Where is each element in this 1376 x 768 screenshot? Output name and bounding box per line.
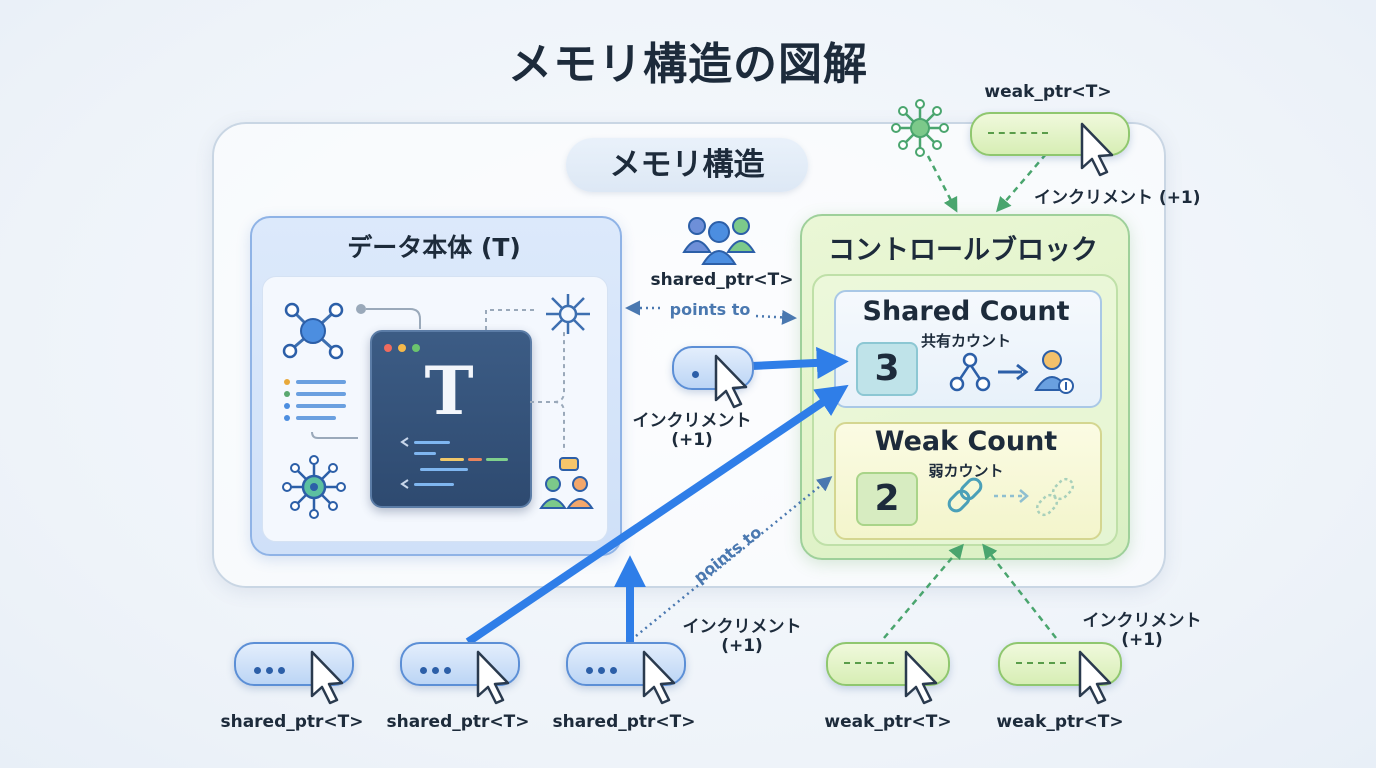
increment-plus-mid: (+1) xyxy=(671,430,713,450)
hub-icon xyxy=(282,455,346,519)
type-letter: T xyxy=(424,352,474,430)
circuit-icon xyxy=(546,294,590,334)
chain-link-icon xyxy=(947,477,983,513)
shared-count-subtitle: 共有カウント xyxy=(920,332,1011,350)
code-lines-icon xyxy=(400,437,508,489)
control-block-title: コントロールブロック xyxy=(828,235,1098,266)
weak-ptr-top-label: weak_ptr<T> xyxy=(984,82,1112,102)
shared-ptr-mid[interactable] xyxy=(672,346,754,390)
increment-label-bottom: インクリメント xyxy=(682,617,802,637)
window-dots-icon xyxy=(384,344,420,352)
broken-chain-icon xyxy=(1035,477,1075,517)
increment-plus-bottom: (+1) xyxy=(721,636,763,656)
weak-ptr-1[interactable] xyxy=(826,642,950,686)
type-card xyxy=(370,330,532,508)
data-block-title: データ本体 (T) xyxy=(347,233,521,262)
shared-ptr-label-3: shared_ptr<T> xyxy=(552,712,696,732)
network-node-icon xyxy=(891,99,949,157)
shared-ptr-label-2: shared_ptr<T> xyxy=(386,712,530,732)
shared-count-title: Shared Count xyxy=(862,296,1070,327)
weak-count-subtitle: 弱カウント xyxy=(928,462,1004,480)
increment-label-top: インクリメント (+1) xyxy=(1034,188,1201,208)
weak-ptr-top[interactable] xyxy=(970,112,1130,156)
weak-ptr-label-1: weak_ptr<T> xyxy=(824,712,952,732)
users-chat-icon xyxy=(539,457,594,509)
increment-label-right: インクリメント xyxy=(1082,611,1202,631)
weak-ptr-label-2: weak_ptr<T> xyxy=(996,712,1124,732)
network-icon xyxy=(282,302,344,360)
memory-label: メモリ構造 xyxy=(566,138,808,192)
list-icon xyxy=(284,379,346,421)
shared-ptr-2[interactable] xyxy=(400,642,520,686)
shared-ptr-3[interactable] xyxy=(566,642,686,686)
users-icon xyxy=(682,217,756,265)
shared-ptr-label-1: shared_ptr<T> xyxy=(220,712,364,732)
user-add-icon xyxy=(1034,350,1074,394)
page-title: メモリ構造の図解 xyxy=(508,39,868,90)
points-to-label-top: points to xyxy=(669,300,751,319)
tree-icon xyxy=(949,352,991,392)
increment-label-mid: インクリメント xyxy=(632,411,752,431)
arrow-right-icon xyxy=(998,363,1029,381)
weak-count-title: Weak Count xyxy=(874,426,1058,457)
shared-ptr-label-mid: shared_ptr<T> xyxy=(650,270,794,290)
weak-count-value: 2 xyxy=(856,472,918,526)
shared-ptr-1[interactable] xyxy=(234,642,354,686)
shared-count-value: 3 xyxy=(856,342,918,396)
increment-plus-right: (+1) xyxy=(1121,630,1163,650)
